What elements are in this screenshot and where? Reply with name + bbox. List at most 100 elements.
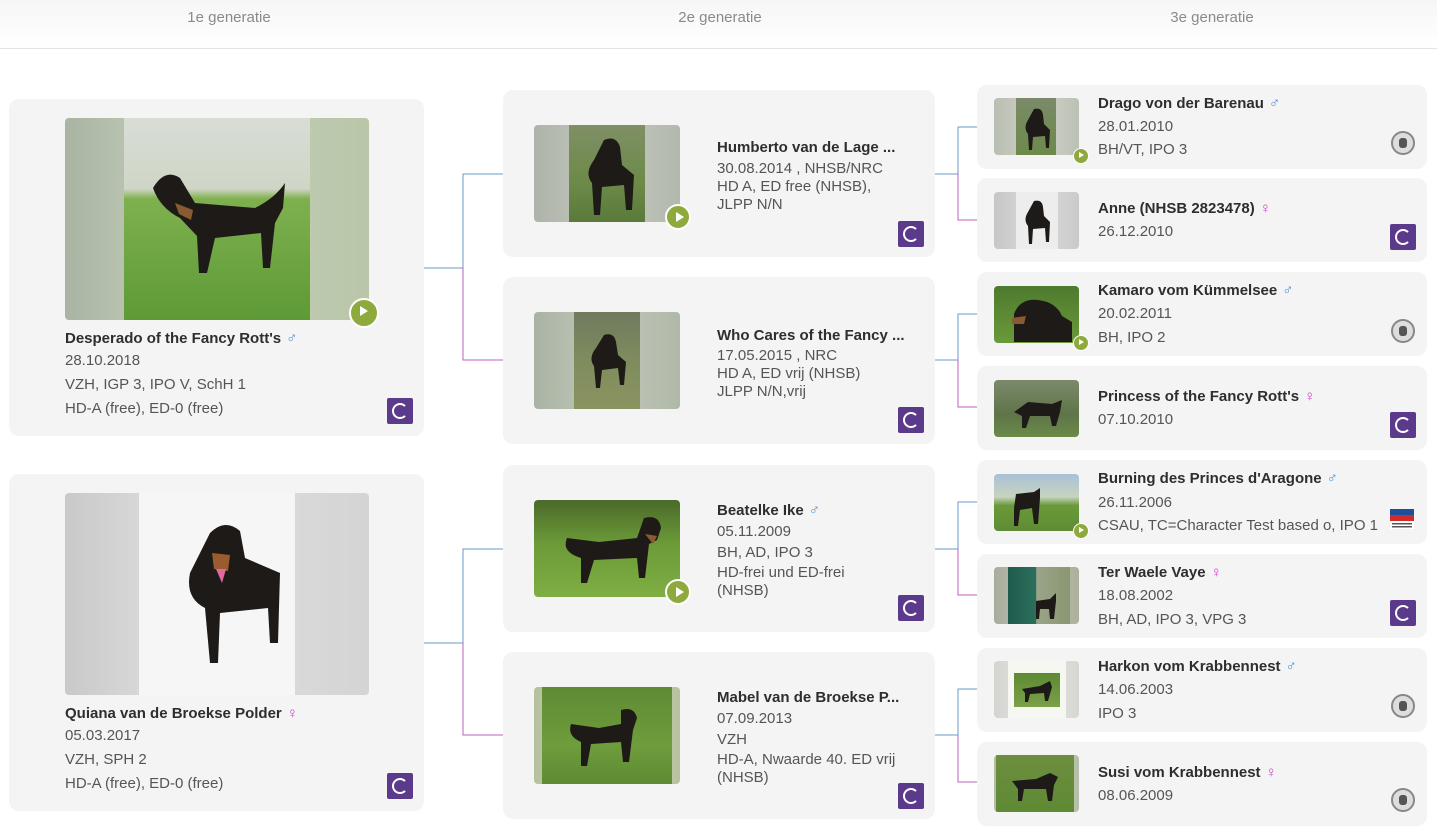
dog-card-gen3[interactable]: Anne (NHSB 2823478)♀ 26.12.2010 (977, 178, 1427, 262)
dog-info: BH, AD, IPO 3, VPG 3 (1098, 611, 1247, 628)
dog-info-line2: HD A, ED free (NHSB), (717, 178, 872, 195)
dog-silhouette (588, 138, 634, 215)
dog-info-line1: 17.05.2015 , NRC (717, 347, 838, 364)
dog-photo[interactable] (994, 286, 1079, 343)
dog-silhouette (1025, 200, 1050, 244)
dog-silhouette (1014, 488, 1040, 526)
dog-info-line4: (NHSB) (717, 582, 769, 599)
dog-name[interactable]: Drago von der Barenau♂ (1098, 95, 1281, 112)
dog-name[interactable]: Who Cares of the Fancy ... (717, 327, 905, 344)
club-logo-icon (898, 407, 924, 433)
dog-photo[interactable] (994, 474, 1079, 531)
dog-info: BH/VT, IPO 3 (1098, 141, 1188, 158)
dog-name[interactable]: Quiana van de Broekse Polder♀ (65, 705, 298, 722)
play-video-button[interactable] (349, 298, 379, 328)
dog-silhouette (591, 334, 626, 388)
dog-info-line2: VZH (717, 731, 747, 748)
dog-name[interactable]: Kamaro vom Kümmelsee♂ (1098, 282, 1294, 299)
dog-name[interactable]: Burning des Princes d'Aragone♂ (1098, 470, 1338, 487)
dog-card-gen3[interactable]: Drago von der Barenau♂ 28.01.2010 BH/VT,… (977, 85, 1427, 169)
dog-info: CSAU, TC=Character Test based o, IPO 1 (1098, 517, 1378, 534)
play-video-button[interactable] (665, 579, 691, 605)
dog-card-gen2[interactable]: Beatelke Ike♂ 05.11.2009 BH, AD, IPO 3 H… (503, 465, 935, 632)
dog-card-gen3[interactable]: Kamaro vom Kümmelsee♂ 20.02.2011 BH, IPO… (977, 272, 1427, 356)
dog-card-gen3[interactable]: Ter Waele Vaye♀ 18.08.2002 BH, AD, IPO 3… (977, 554, 1427, 638)
gen1-heading: 1e generatie (187, 9, 271, 26)
dog-photo[interactable] (994, 192, 1079, 249)
dog-birthdate: 14.06.2003 (1098, 681, 1174, 698)
gen3-heading: 3e generatie (1170, 9, 1254, 26)
dog-birthdate: 18.08.2002 (1098, 587, 1174, 604)
dog-name[interactable]: Beatelke Ike♂ (717, 502, 820, 519)
dog-info-line1: 05.11.2009 (717, 523, 791, 540)
dog-silhouette (1036, 593, 1056, 619)
dog-info-line2: BH, AD, IPO 3 (717, 544, 813, 561)
club-logo-icon (1390, 600, 1416, 626)
dog-birthdate: 07.10.2010 (1098, 411, 1174, 428)
male-icon: ♂ (1268, 95, 1281, 112)
dog-name[interactable]: Susi vom Krabbennest♀ (1098, 764, 1277, 781)
dog-birthdate: 26.12.2010 (1098, 223, 1174, 240)
dog-card-gen3[interactable]: Princess of the Fancy Rott's♀ 07.10.2010 (977, 366, 1427, 450)
dog-photo[interactable] (994, 661, 1079, 718)
dog-silhouette (1012, 773, 1058, 801)
dog-info-line3: JLPP N/N (717, 196, 783, 213)
female-icon: ♀ (1259, 200, 1271, 217)
dog-silhouette (1012, 299, 1072, 342)
dog-name[interactable]: Princess of the Fancy Rott's♀ (1098, 388, 1316, 405)
dog-card-gen3[interactable]: Burning des Princes d'Aragone♂ 26.11.200… (977, 460, 1427, 544)
dog-birthdate: 08.06.2009 (1098, 787, 1174, 804)
dog-photo[interactable] (534, 312, 680, 409)
male-icon: ♂ (1282, 282, 1294, 299)
dog-photo[interactable] (994, 755, 1079, 812)
play-video-button[interactable] (665, 204, 691, 230)
seal-icon (1391, 319, 1415, 343)
dog-name[interactable]: Harkon vom Krabbennest♂ (1098, 658, 1297, 675)
dog-name[interactable]: Ter Waele Vaye♀ (1098, 564, 1222, 581)
dog-photo[interactable] (994, 98, 1079, 155)
dog-info-line3: HD-A, Nwaarde 40. ED vrij (717, 751, 896, 768)
dog-name[interactable]: Mabel van de Broekse P... (717, 689, 900, 706)
club-logo-icon (898, 783, 924, 809)
female-icon: ♀ (1210, 564, 1222, 581)
dog-photo[interactable] (994, 567, 1079, 624)
dog-card-gen1-sire[interactable]: Desperado of the Fancy Rott's♂ 28.10.201… (9, 99, 424, 436)
dog-photo[interactable] (994, 380, 1079, 437)
dog-name[interactable]: Humberto van de Lage ... (717, 139, 896, 156)
male-icon: ♂ (286, 330, 298, 347)
dog-photo[interactable] (534, 125, 680, 222)
dog-card-gen3[interactable]: Harkon vom Krabbennest♂ 14.06.2003 IPO 3 (977, 648, 1427, 732)
dog-photo[interactable] (65, 118, 369, 320)
dog-photo[interactable] (65, 493, 369, 695)
dog-name[interactable]: Desperado of the Fancy Rott's♂ (65, 330, 298, 347)
dog-info-line2: HD A, ED vrij (NHSB) (717, 365, 861, 382)
dog-card-gen1-dam[interactable]: Quiana van de Broekse Polder♀ 05.03.2017… (9, 474, 424, 811)
seal-icon (1391, 788, 1415, 812)
dog-info: IPO 3 (1098, 705, 1137, 722)
dog-card-gen2[interactable]: Who Cares of the Fancy ... 17.05.2015 , … (503, 277, 935, 444)
dog-birthdate: 28.01.2010 (1098, 118, 1174, 135)
dog-photo[interactable] (534, 687, 680, 784)
male-icon: ♂ (1285, 658, 1297, 675)
club-logo-icon (1390, 412, 1416, 438)
dog-card-gen2[interactable]: Humberto van de Lage ... 30.08.2014 , NH… (503, 90, 935, 257)
dog-card-gen3[interactable]: Susi vom Krabbennest♀ 08.06.2009 (977, 742, 1427, 826)
dog-silhouette (1014, 400, 1062, 428)
dog-card-gen2[interactable]: Mabel van de Broekse P... 07.09.2013 VZH… (503, 652, 935, 819)
dog-silhouette (565, 517, 661, 583)
dog-birthdate: 20.02.2011 (1098, 305, 1172, 322)
dog-info-line3: JLPP N/N,vrij (717, 383, 806, 400)
dog-birthdate: 26.11.2006 (1098, 494, 1172, 511)
dog-name[interactable]: Anne (NHSB 2823478)♀ (1098, 200, 1271, 217)
dog-silhouette (1025, 108, 1050, 150)
dog-silhouette (570, 709, 637, 766)
dog-birthdate: 05.03.2017 (65, 727, 141, 744)
dog-info-line3: HD-frei und ED-frei (717, 564, 845, 581)
play-video-button[interactable] (1073, 523, 1089, 539)
play-video-button[interactable] (1073, 335, 1089, 351)
club-logo-icon (898, 595, 924, 621)
female-icon: ♀ (1265, 764, 1277, 781)
dog-photo[interactable] (534, 500, 680, 597)
dog-titles: VZH, SPH 2 (65, 751, 147, 768)
play-video-button[interactable] (1073, 148, 1089, 164)
